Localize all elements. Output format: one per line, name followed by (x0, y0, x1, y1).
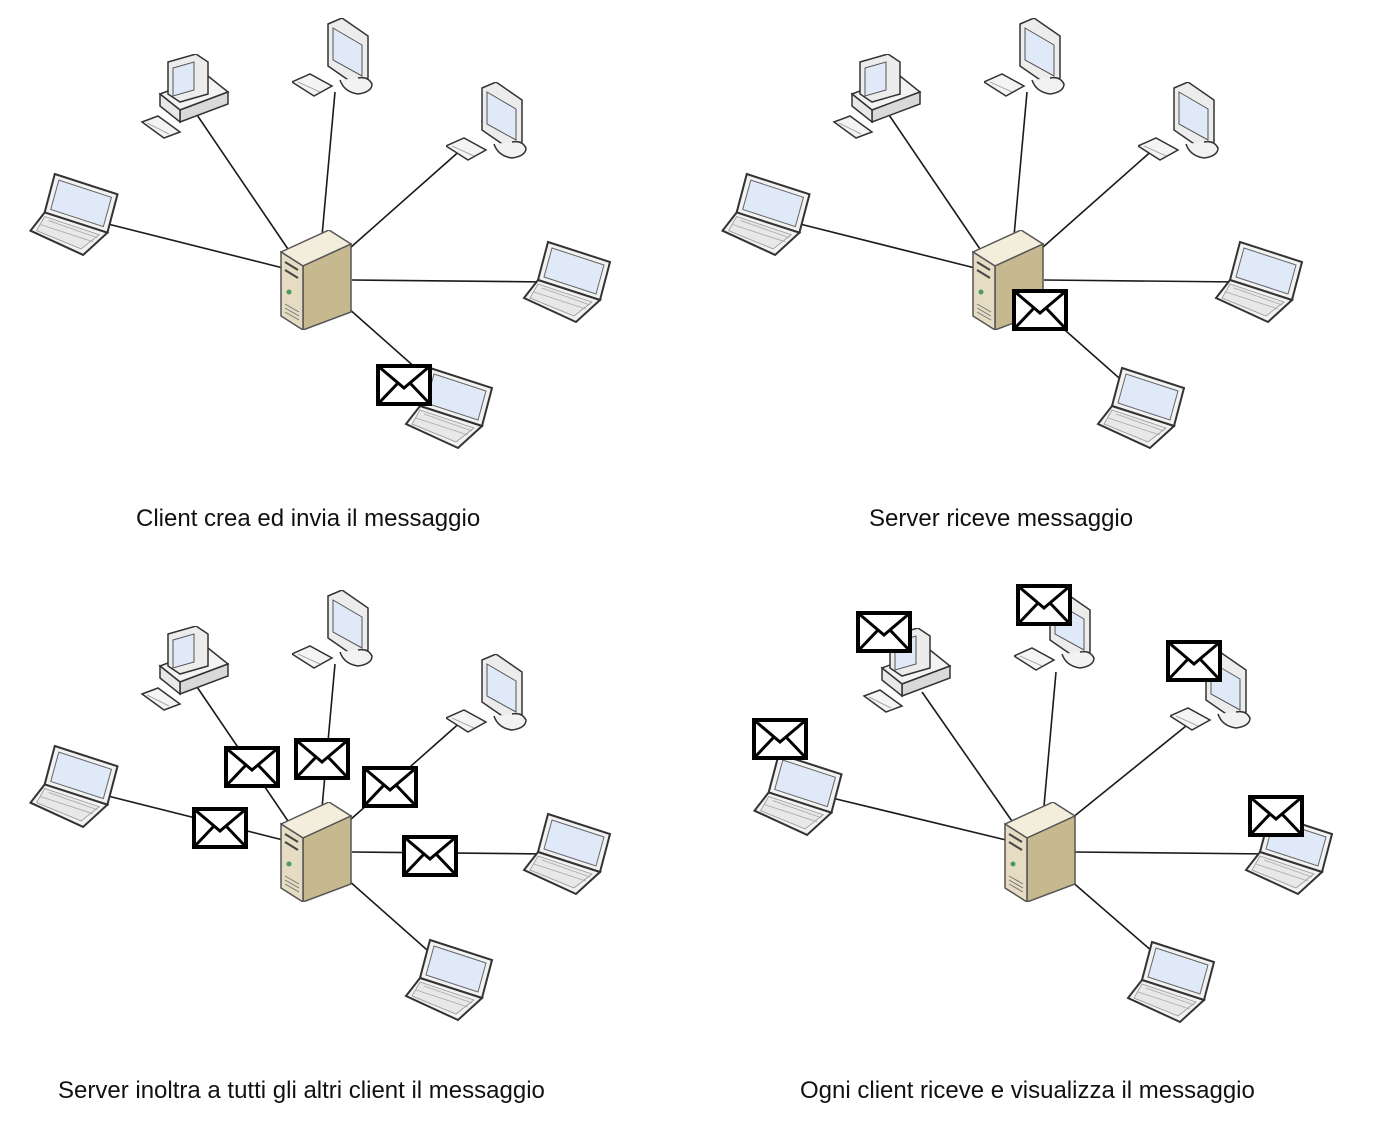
panel-2 (721, 18, 1303, 449)
envelope-icon (294, 738, 350, 780)
envelope-icon (224, 746, 280, 788)
laptop-icon (753, 753, 843, 836)
connection-lines (831, 671, 1271, 959)
envelope-icon (1248, 795, 1304, 837)
envelope-icon (402, 835, 458, 877)
panel-1 (29, 18, 611, 449)
envelope-icon (752, 718, 808, 760)
panel-caption: Client crea ed invia il messaggio (136, 505, 481, 532)
laptop-icon (1097, 367, 1185, 449)
envelope-icon (1166, 640, 1222, 682)
laptop-icon (29, 745, 119, 828)
envelope-icon (376, 364, 432, 406)
laptop-icon (1215, 241, 1303, 323)
monitor-icon (292, 18, 373, 97)
monitor-icon (292, 590, 373, 669)
desktop-computer-icon (141, 54, 229, 139)
laptop-icon (523, 813, 611, 895)
envelope-icon (1016, 584, 1072, 626)
envelope-icon (856, 611, 912, 653)
panel-4 (752, 584, 1333, 1023)
monitor-icon (446, 82, 527, 161)
monitor-icon (446, 654, 527, 733)
laptop-icon (523, 241, 611, 323)
laptop-icon (1127, 941, 1215, 1023)
monitor-icon (1138, 82, 1219, 161)
server-icon (1004, 802, 1076, 902)
envelope-icon (192, 807, 248, 849)
desktop-computer-icon (833, 54, 921, 139)
server-icon (280, 802, 352, 902)
connection-lines (99, 91, 549, 386)
envelope-icon (362, 766, 418, 808)
laptop-icon (405, 939, 493, 1021)
laptop-icon (29, 173, 119, 256)
envelope-icon (1012, 289, 1068, 331)
panel-3 (29, 590, 611, 1021)
monitor-icon (984, 18, 1065, 97)
laptop-icon (721, 173, 811, 256)
panel-caption: Ogni client riceve e visualizza il messa… (800, 1077, 1255, 1104)
server-icon (280, 230, 352, 330)
desktop-computer-icon (141, 626, 229, 711)
panel-caption: Server inoltra a tutti gli altri client … (58, 1077, 545, 1104)
panel-caption: Server riceve messaggio (869, 505, 1134, 532)
